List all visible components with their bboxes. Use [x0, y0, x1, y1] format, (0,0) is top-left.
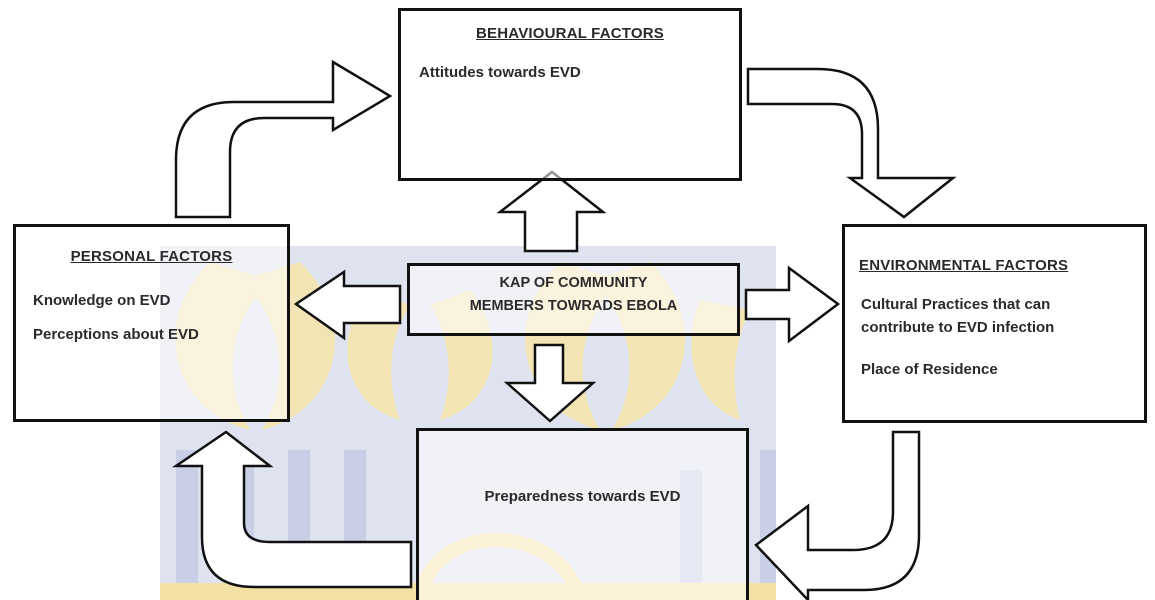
arrow-personal-to-behavioural [174, 59, 393, 219]
behavioural-factors-box: BEHAVIOURAL FACTORS Attitudes towards EV… [398, 8, 742, 181]
behavioural-item-attitudes: Attitudes towards EVD [419, 64, 581, 81]
arrow-behavioural-to-environmental [746, 67, 957, 219]
arrow-environmental-to-preparedness [754, 430, 921, 600]
personal-factors-title: PERSONAL FACTORS [70, 248, 233, 265]
arrow-center-to-behavioural [496, 170, 607, 253]
preparedness-box: Preparedness towards EVD [416, 428, 749, 600]
preparedness-item: Preparedness towards EVD [484, 488, 681, 505]
kap-center-line-2: MEMBERS TOWRADS EBOLA [469, 298, 678, 314]
personal-factors-box: PERSONAL FACTORS Knowledge on EVD Percep… [13, 224, 290, 422]
environmental-factors-title: ENVIRONMENTAL FACTORS [859, 257, 1069, 274]
arrow-preparedness-to-personal [171, 430, 413, 589]
behavioural-factors-title: BEHAVIOURAL FACTORS [476, 25, 664, 42]
arrow-center-to-personal [293, 269, 402, 341]
environmental-item-cultural-line-2: contribute to EVD infection [861, 319, 1055, 336]
arrow-center-to-environmental [744, 265, 841, 344]
environmental-factors-box: ENVIRONMENTAL FACTORS Cultural Practices… [842, 224, 1147, 423]
environmental-item-cultural-line-1: Cultural Practices that can [861, 296, 1051, 313]
personal-item-knowledge: Knowledge on EVD [33, 292, 171, 309]
environmental-item-residence: Place of Residence [861, 361, 998, 378]
arrow-center-to-preparedness [503, 343, 597, 423]
personal-item-perceptions: Perceptions about EVD [33, 326, 199, 343]
kap-center-line-1: KAP OF COMMUNITY [499, 275, 648, 291]
kap-center-box: KAP OF COMMUNITY MEMBERS TOWRADS EBOLA [407, 263, 740, 336]
